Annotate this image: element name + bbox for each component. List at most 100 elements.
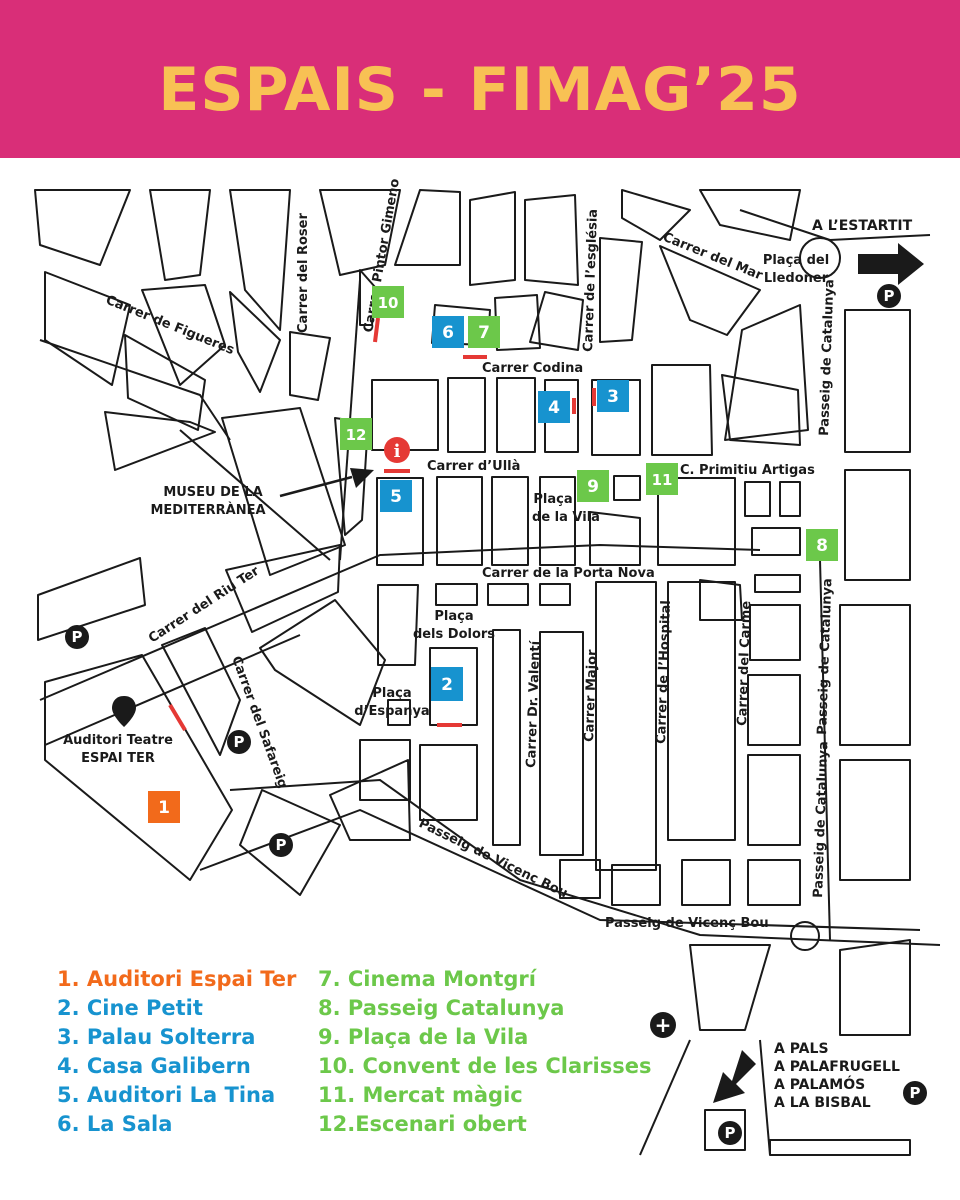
lledoner-label-2: Lledoner (764, 271, 829, 286)
venue-marker-8: 8 (806, 529, 838, 561)
venue-marker-number: 9 (587, 477, 599, 497)
venue-marker-12: 12 (340, 418, 372, 450)
direction-estartit: A L’ESTARTIT (812, 218, 913, 234)
street-blocks (34, 189, 941, 1156)
svg-text:+: + (655, 1013, 672, 1037)
venue-marker-6: 6 (432, 316, 464, 348)
info-icon: i (384, 437, 410, 463)
auditori-label-2: ESPAI TER (81, 751, 155, 766)
direction-palafrugell: A PALAFRUGELL (774, 1059, 900, 1075)
location-pin-icon (112, 696, 136, 727)
venue-marker-number: 5 (390, 487, 402, 507)
street-label-roser: Carrer del Roser (296, 213, 311, 333)
venue-marker-number: 1 (158, 798, 170, 818)
legend-item-1: 1. Auditori Espai Ter (57, 967, 297, 991)
venue-marker-5: 5 (380, 480, 412, 512)
legend-item-11: 11. Mercat màgic (318, 1083, 523, 1107)
museu-pointer-arrow (279, 468, 374, 498)
venue-marker-number: 3 (607, 387, 619, 407)
svg-text:i: i (394, 441, 401, 462)
parking-icon: P (269, 833, 293, 857)
museu-label-1: MUSEU DE LA (163, 485, 262, 500)
venue-marker-number: 10 (378, 294, 399, 312)
venue-marker-number: 7 (478, 323, 490, 343)
svg-text:P: P (884, 287, 895, 305)
legend-item-3: 3. Palau Solterra (57, 1025, 256, 1049)
street-labels: Carrer de Figueres Carrer del Roser Carr… (104, 178, 838, 931)
venue-marker-11: 11 (646, 463, 678, 495)
direction-labels: A L’ESTARTIT A PALS A PALAFRUGELL A PALA… (774, 218, 913, 1111)
direction-arrow-estartit-icon (858, 243, 924, 285)
svg-text:P: P (910, 1084, 921, 1102)
espanya-label-1: Plaça (372, 686, 411, 701)
parking-icon: P (718, 1121, 742, 1145)
street-label-catalunya-1: Passeig de Catalunya (817, 279, 837, 436)
street-label-mar: Carrer del Mar (661, 230, 766, 284)
dolors-label-2: dels Dolors (413, 627, 495, 642)
parking-icon: P (227, 730, 251, 754)
venue-marker-1: 1 (148, 791, 180, 823)
dolors-label-1: Plaça (434, 609, 473, 624)
street-label-dr-valenti: Carrer Dr. Valentí (524, 639, 543, 768)
street-label-hospital: Carrer de l’Hospital (654, 600, 674, 744)
parking-icon: P (903, 1081, 927, 1105)
street-label-major: Carrer Major (582, 649, 600, 742)
direction-arrow-pals-icon (713, 1050, 756, 1103)
museu-label-2: MEDITERRÀNEA (150, 502, 265, 518)
street-label-porta-nova: Carrer de la Porta Nova (482, 566, 655, 581)
direction-bisbal: A LA BISBAL (774, 1095, 871, 1111)
legend-item-4: 4. Casa Galibern (57, 1054, 251, 1078)
venue-marker-number: 8 (816, 536, 828, 556)
street-label-figueres: Carrer de Figueres (104, 293, 237, 358)
legend-item-7: 7. Cinema Montgrí (318, 967, 536, 991)
direction-palamos: A PALAMÓS (774, 1075, 865, 1093)
street-label-esglesia: Carrer de l’església (581, 209, 601, 352)
street-label-carme: Carrer del Carme (735, 600, 754, 726)
street-label-catalunya-2: Passeig de Catalunya (815, 578, 835, 735)
legend-item-5: 5. Auditori La Tina (57, 1083, 276, 1107)
hospital-icon: + (650, 1012, 676, 1038)
page-title: ESPAIS - FIMAG’25 (158, 55, 802, 125)
legend-item-2: 2. Cine Petit (57, 996, 203, 1020)
legend-item-12: 12.Escenari obert (318, 1112, 527, 1136)
venue-marker-number: 12 (346, 426, 367, 444)
lledoner-label-1: Plaça del (763, 253, 829, 268)
venue-marker-2: 2 (431, 667, 463, 701)
venue-marker-9: 9 (577, 470, 609, 502)
direction-pals: A PALS (774, 1041, 829, 1057)
venue-marker-number: 4 (548, 398, 560, 418)
venue-marker-4: 4 (538, 391, 570, 423)
venue-marker-number: 6 (442, 323, 454, 343)
legend-item-8: 8. Passeig Catalunya (318, 996, 565, 1020)
parking-icon: P (65, 625, 89, 649)
header-banner: ESPAIS - FIMAG’25 (0, 0, 960, 158)
street-label-catalunya-3: Passeig de Catalunya (811, 741, 831, 898)
lledoner-roundabout (799, 237, 841, 279)
svg-text:P: P (234, 733, 245, 751)
auditori-label-1: Auditori Teatre (63, 733, 173, 748)
svg-text:P: P (72, 628, 83, 646)
venue-marker-number: 2 (441, 675, 453, 695)
place-labels: Plaça del Lledoner Plaça de la Vila Plaç… (63, 253, 829, 766)
street-label-primitiu: C. Primitiu Artigas (680, 463, 815, 478)
legend-item-6: 6. La Sala (57, 1112, 173, 1136)
vila-label-1: Plaça (533, 492, 572, 507)
street-label-riu-ter: Carrer del Riu Ter (146, 563, 263, 646)
street-label-vicenc-bou-2: Passeig de Vicenç Bou (605, 916, 769, 931)
legend-item-9: 9. Plaça de la Vila (318, 1025, 529, 1049)
svg-text:P: P (276, 836, 287, 854)
vicenc-bou-roundabout (790, 921, 820, 951)
venue-marker-7: 7 (468, 316, 500, 348)
espanya-label-2: d’Espanya (354, 704, 429, 719)
venue-marker-10: 10 (372, 286, 404, 318)
legend-item-10: 10. Convent de les Clarisses (318, 1054, 652, 1078)
entrance-markers (168, 317, 596, 732)
parking-icon: P (877, 284, 901, 308)
street-label-codina: Carrer Codina (482, 361, 583, 376)
venue-marker-3: 3 (597, 380, 629, 412)
street-label-ulla: Carrer d’Ullà (427, 459, 520, 474)
venue-marker-number: 11 (652, 471, 673, 489)
vila-label-2: de la Vila (532, 510, 600, 525)
